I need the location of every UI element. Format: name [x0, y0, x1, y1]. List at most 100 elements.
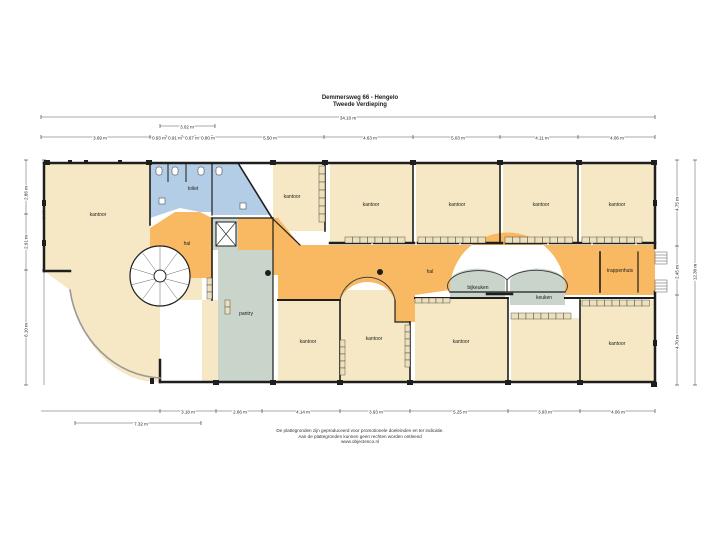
- cabinet: [352, 236, 361, 244]
- cabinet: [206, 277, 213, 286]
- cabinet: [339, 346, 346, 355]
- dimension-lines: [24, 115, 697, 425]
- room-label-hal-main: hal: [427, 269, 434, 275]
- dim-bottom-5: 5.25 m: [453, 410, 467, 415]
- cabinet: [397, 236, 406, 244]
- cabinet: [404, 331, 411, 340]
- dim-bottom-7: 4.06 m: [611, 410, 625, 415]
- dim-right-2: 2.45 m: [675, 265, 680, 279]
- cabinet: [619, 236, 628, 244]
- cabinet: [404, 338, 411, 347]
- cabinet: [557, 236, 566, 244]
- cabinet: [626, 299, 635, 307]
- dim-bottom-1: 3.18 m: [181, 410, 195, 415]
- cabinet: [206, 291, 213, 300]
- cabinet: [318, 181, 326, 191]
- dim-right-1: 4.75 m: [675, 197, 680, 211]
- cabinet: [455, 236, 464, 244]
- cabinet: [512, 236, 521, 244]
- footer-disclaimer: De plattegronden zijn geproduceerd voor …: [276, 428, 444, 433]
- room-label-kantoor-10: kantoor: [609, 341, 626, 347]
- spiral-staircase: [129, 245, 191, 307]
- cabinet: [525, 312, 534, 320]
- dim-top-total: 34.10 m: [340, 116, 357, 121]
- dim-left-1: 2.86 m: [24, 186, 29, 200]
- cabinet: [432, 236, 441, 244]
- room-label-kantoor-7: kantoor: [300, 339, 317, 345]
- cabinet: [626, 236, 635, 244]
- toilet-fixtures: [155, 163, 247, 210]
- cabinet: [542, 236, 551, 244]
- room-label-toilet: toilet: [188, 186, 199, 192]
- cabinet: [344, 236, 353, 244]
- cabinet: [477, 236, 486, 244]
- room-label-bijkeuken: bijkeuken: [467, 285, 488, 291]
- room-label-trappenhuis: trappenhuis: [607, 268, 634, 274]
- room-label-kantoor-3: kantoor: [363, 202, 380, 208]
- dim-top-8: 5.03 m: [451, 136, 465, 141]
- cabinet: [581, 299, 590, 307]
- cabinet: [533, 312, 542, 320]
- cabinet: [339, 360, 346, 369]
- cabinet: [428, 297, 437, 304]
- cabinet: [540, 312, 549, 320]
- cabinet: [440, 236, 449, 244]
- cabinet: [611, 299, 620, 307]
- cabinet: [447, 236, 456, 244]
- cabinet: [555, 312, 564, 320]
- cabinet: [589, 299, 598, 307]
- cabinet: [619, 299, 628, 307]
- cabinet: [374, 236, 383, 244]
- cabinet: [421, 297, 430, 304]
- cabinet: [611, 236, 620, 244]
- cabinet: [634, 236, 643, 244]
- dim-bottom-6: 3.93 m: [538, 410, 552, 415]
- dim-left-4: 6.10 m: [24, 323, 29, 337]
- cabinet: [339, 353, 346, 362]
- room-label-kantoor-1: kantoor: [90, 212, 107, 218]
- cabinet: [518, 312, 527, 320]
- dim-bottom-2: 2.66 m: [233, 410, 247, 415]
- dim-bottom-extra: 7.32 m: [134, 422, 148, 427]
- cabinet: [527, 236, 536, 244]
- columns: [150, 269, 383, 384]
- cabinets: [206, 165, 650, 376]
- cabinet: [470, 236, 479, 244]
- cabinet: [563, 312, 572, 320]
- cabinet: [589, 236, 598, 244]
- cabinet: [224, 299, 231, 308]
- cabinet: [404, 359, 411, 368]
- dim-bottom-3: 4.14 m: [296, 410, 310, 415]
- cabinet: [425, 236, 434, 244]
- cabinet: [318, 197, 326, 207]
- dim-bottom-4: 3.93 m: [369, 410, 383, 415]
- cabinet: [462, 236, 471, 244]
- room-label-kantoor-6: kantoor: [609, 202, 626, 208]
- cabinet: [404, 345, 411, 354]
- room-label-pantry: pantry: [239, 311, 253, 317]
- cabinet: [389, 236, 398, 244]
- cabinet: [604, 299, 613, 307]
- dim-top-small: 3.02 m: [180, 125, 194, 130]
- footer-website: www.objectenco.nl: [340, 439, 380, 445]
- cabinet: [382, 236, 391, 244]
- cabinet: [596, 236, 605, 244]
- room-label-hal-left: hal: [184, 241, 191, 247]
- cabinet: [504, 236, 513, 244]
- footer-rights: Aan de plattegronden kunnen geen rechten…: [298, 433, 422, 439]
- dim-top-5: 0.80 m: [201, 136, 215, 141]
- cabinet: [206, 284, 213, 293]
- cabinet: [604, 236, 613, 244]
- cabinet: [641, 299, 650, 307]
- cabinet: [435, 297, 444, 304]
- cabinet: [414, 297, 423, 304]
- room-label-kantoor-8: kantoor: [366, 336, 383, 342]
- cabinet: [404, 352, 411, 361]
- room-label-kantoor-4: kantoor: [449, 202, 466, 208]
- dim-right-3: 12.30 m: [693, 264, 698, 281]
- window-marks: [42, 160, 657, 387]
- cabinet: [224, 306, 231, 315]
- cabinet: [318, 173, 326, 183]
- room-label-keuken: keuken: [536, 295, 552, 301]
